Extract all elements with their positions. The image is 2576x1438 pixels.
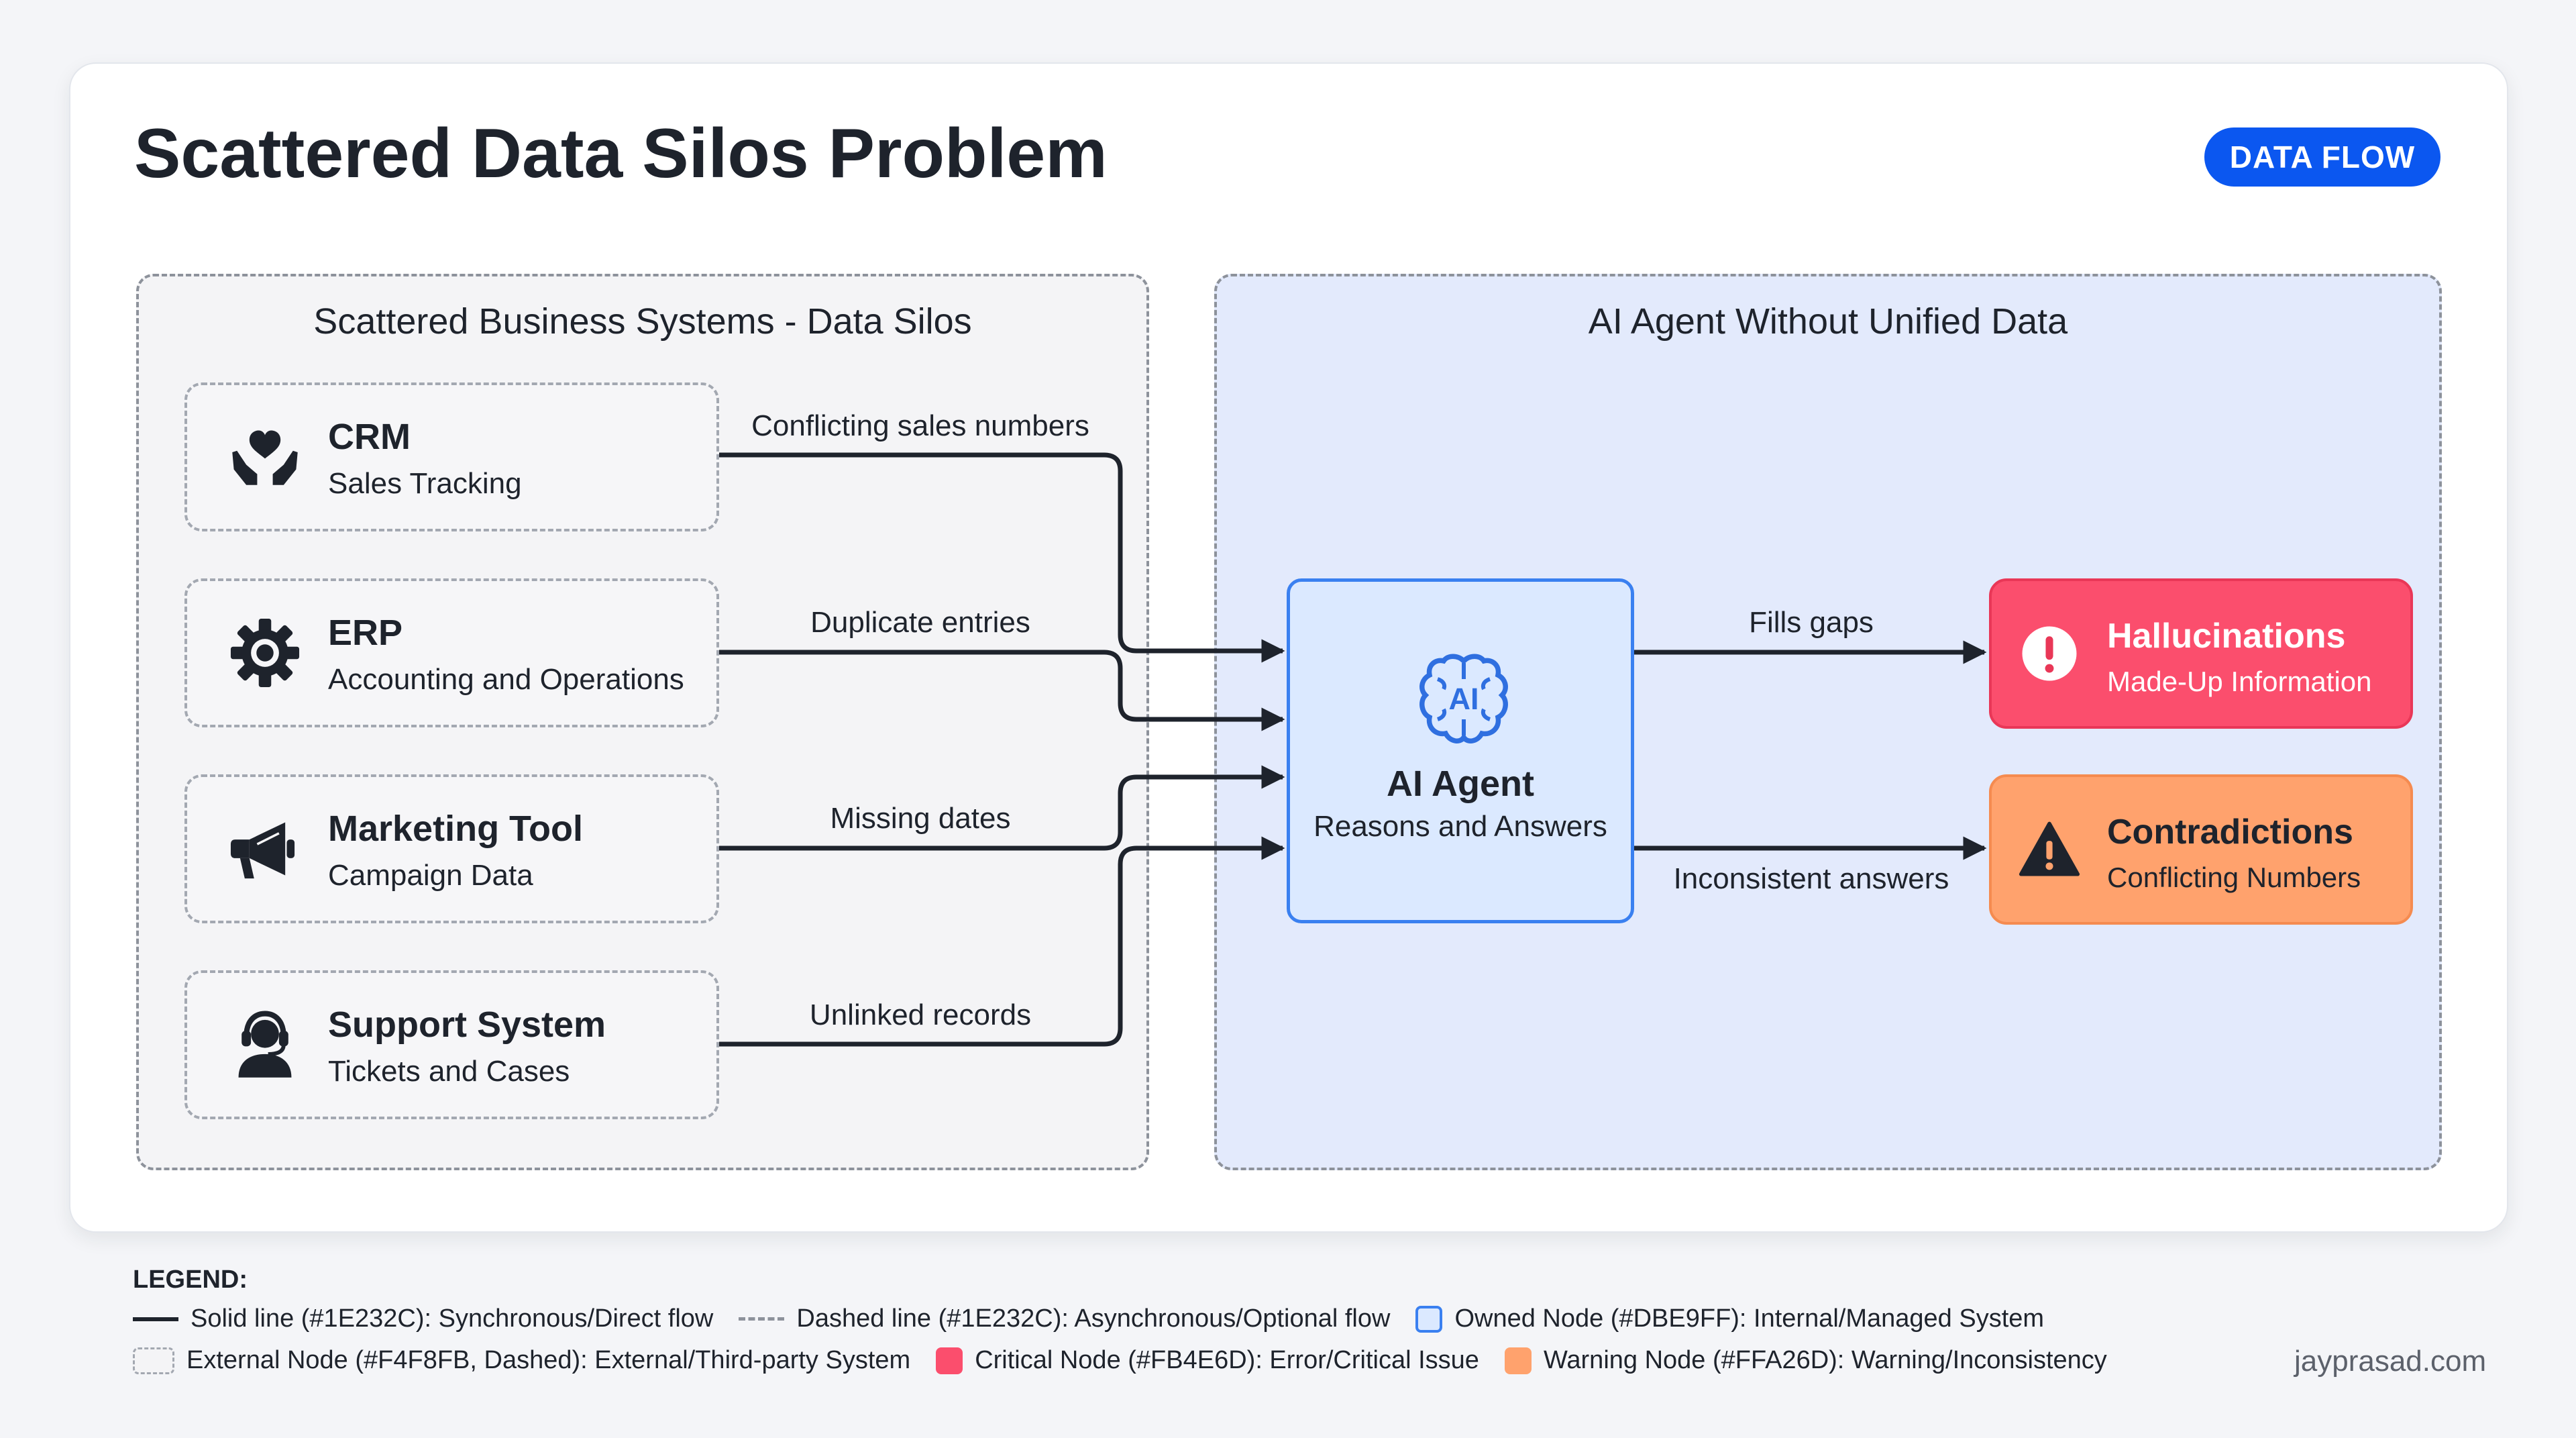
warning-node-swatch [1504, 1347, 1532, 1374]
ai-agent-group-title: AI Agent Without Unified Data [1588, 301, 2068, 342]
legend-dashed-line: Dashed line (#1E232C): Asynchronous/Opti… [739, 1304, 1390, 1333]
data-flow-badge: DATA FLOW [2204, 127, 2440, 187]
legend-owned-text: Owned Node (#DBE9FF): Internal/Managed S… [1454, 1304, 2045, 1333]
data-silos-group-title: Scattered Business Systems - Data Silos [313, 301, 972, 342]
legend-title: LEGEND: [133, 1266, 248, 1294]
crm-node: CRM Sales Tracking [184, 382, 719, 531]
erp-name: ERP [328, 613, 403, 653]
contradictions-subtitle: Conflicting Numbers [2107, 862, 2361, 893]
exclamation-circle-icon [2022, 626, 2077, 681]
edge-label-erp: Duplicate entries [810, 606, 1030, 639]
footer-site-name: jayprasad.com [2294, 1345, 2487, 1378]
edge-label-marketing: Missing dates [830, 802, 1011, 835]
hallucinations-subtitle: Made-Up Information [2107, 666, 2372, 697]
edge-label-crm: Conflicting sales numbers [751, 409, 1089, 442]
heart-hands-icon [232, 430, 298, 485]
ai-brain-icon-text: AI [1449, 682, 1479, 716]
legend-dashed-text: Dashed line (#1E232C): Asynchronous/Opti… [796, 1304, 1391, 1333]
headset-user-icon [238, 1011, 292, 1078]
legend-solid-line: Solid line (#1E232C): Synchronous/Direct… [133, 1304, 713, 1333]
ai-agent-node: AI AI Agent Reasons and Answers [1287, 578, 1634, 923]
legend-warning-text: Warning Node (#FFA26D): Warning/Inconsis… [1543, 1346, 2107, 1374]
contradictions-name: Contradictions [2107, 813, 2353, 852]
legend-critical-node: Critical Node (#FB4E6D): Error/Critical … [936, 1346, 1479, 1375]
ai-agent-subtitle: Reasons and Answers [1313, 810, 1607, 843]
dashed-line-swatch [739, 1317, 785, 1321]
hallucinations-name: Hallucinations [2107, 617, 2346, 656]
ai-agent-name: AI Agent [1387, 764, 1534, 804]
solid-line-swatch [133, 1317, 178, 1321]
support-system-node: Support System Tickets and Cases [184, 970, 719, 1119]
contradictions-node: Contradictions Conflicting Numbers [1989, 774, 2413, 925]
erp-subtitle: Accounting and Operations [328, 663, 684, 696]
legend-external-node: External Node (#F4F8FB, Dashed): Externa… [133, 1346, 910, 1375]
gear-icon [230, 618, 300, 688]
crm-name: CRM [328, 417, 411, 457]
crm-subtitle: Sales Tracking [328, 467, 522, 500]
edge-erp-to-agent [719, 650, 1285, 731]
critical-node-swatch [936, 1347, 963, 1374]
support-system-subtitle: Tickets and Cases [328, 1055, 570, 1088]
external-node-swatch [133, 1347, 174, 1374]
warning-triangle-icon [2019, 821, 2080, 876]
marketing-tool-name: Marketing Tool [328, 809, 584, 849]
owned-node-swatch [1415, 1305, 1443, 1333]
legend-row-2: External Node (#F4F8FB, Dashed): Externa… [133, 1346, 2133, 1375]
edge-support-to-agent [719, 836, 1285, 1047]
erp-node: ERP Accounting and Operations [184, 578, 719, 727]
edge-crm-to-agent [719, 452, 1285, 663]
legend-warning-node: Warning Node (#FFA26D): Warning/Inconsis… [1504, 1346, 2107, 1375]
support-system-name: Support System [328, 1005, 606, 1045]
legend-critical-text: Critical Node (#FB4E6D): Error/Critical … [975, 1346, 1479, 1374]
legend-owned-node: Owned Node (#DBE9FF): Internal/Managed S… [1415, 1304, 2044, 1333]
marketing-tool-node: Marketing Tool Campaign Data [184, 774, 719, 923]
edge-label-hallucinations: Fills gaps [1749, 606, 1874, 639]
edge-marketing-to-agent [719, 765, 1285, 851]
megaphone-icon [230, 822, 295, 879]
legend-external-text: External Node (#F4F8FB, Dashed): Externa… [186, 1346, 911, 1374]
hallucinations-node: Hallucinations Made-Up Information [1989, 578, 2413, 729]
legend-solid-text: Solid line (#1E232C): Synchronous/Direct… [191, 1304, 714, 1333]
marketing-tool-subtitle: Campaign Data [328, 859, 533, 892]
page-title: Scattered Data Silos Problem [134, 115, 1108, 193]
ai-brain-icon: AI [1419, 654, 1508, 743]
edge-label-support: Unlinked records [809, 998, 1032, 1031]
edge-label-contradictions: Inconsistent answers [1673, 862, 1949, 895]
legend-row-1: Solid line (#1E232C): Synchronous/Direct… [133, 1304, 2070, 1333]
